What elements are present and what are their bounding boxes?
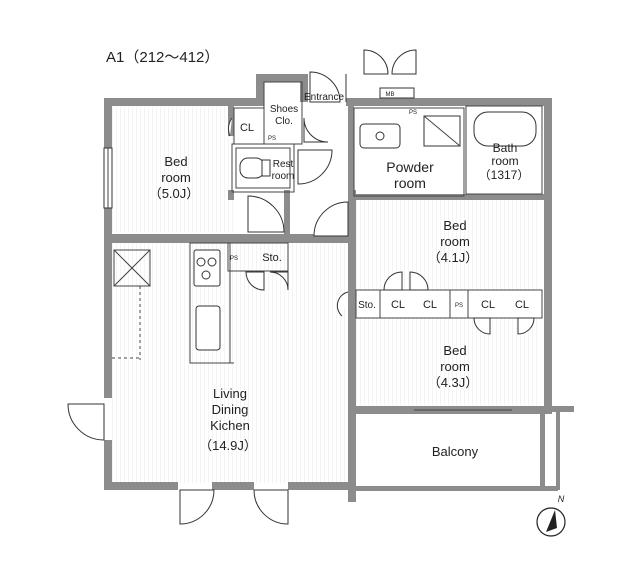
compass: N: [536, 494, 566, 537]
plan-title: A1（212～412）: [106, 49, 219, 66]
doors: [67, 49, 535, 525]
tag-cl-1: CL: [391, 299, 405, 311]
tag-ps-ldk: PS: [230, 256, 238, 262]
bed3-size: （4.3J）: [428, 375, 479, 390]
tag-mb: MB: [386, 92, 395, 98]
tag-cl-4: CL: [515, 299, 529, 311]
label-balcony: Balcony: [432, 444, 479, 459]
tag-ps-powder: PS: [409, 110, 417, 116]
label-entrance: Entrance: [304, 92, 344, 103]
wet-fixtures: [239, 87, 537, 179]
bed2-size: （4.1J）: [428, 250, 479, 265]
tag-cl-bed1: CL: [240, 122, 254, 134]
tag-sto-bed: Sto.: [358, 300, 376, 311]
kitchen-fixtures: [193, 249, 221, 351]
bath-size: （1317）: [479, 168, 530, 182]
storage-tags: CL PS Sto. PS Sto. CL CL PS CL CL MB PS: [230, 92, 529, 311]
tag-cl-3: CL: [481, 299, 495, 311]
tag-sto-ldk: Sto.: [262, 252, 282, 264]
tag-ps-bed: PS: [455, 303, 463, 309]
compass-north-icon: N: [558, 494, 565, 504]
tag-cl-2: CL: [423, 299, 437, 311]
tag-ps-shoes: PS: [268, 136, 276, 142]
ldk-size: （14.9J）: [199, 438, 257, 453]
bed1-size: （5.0J）: [149, 186, 200, 201]
interior-lines: [103, 81, 543, 411]
